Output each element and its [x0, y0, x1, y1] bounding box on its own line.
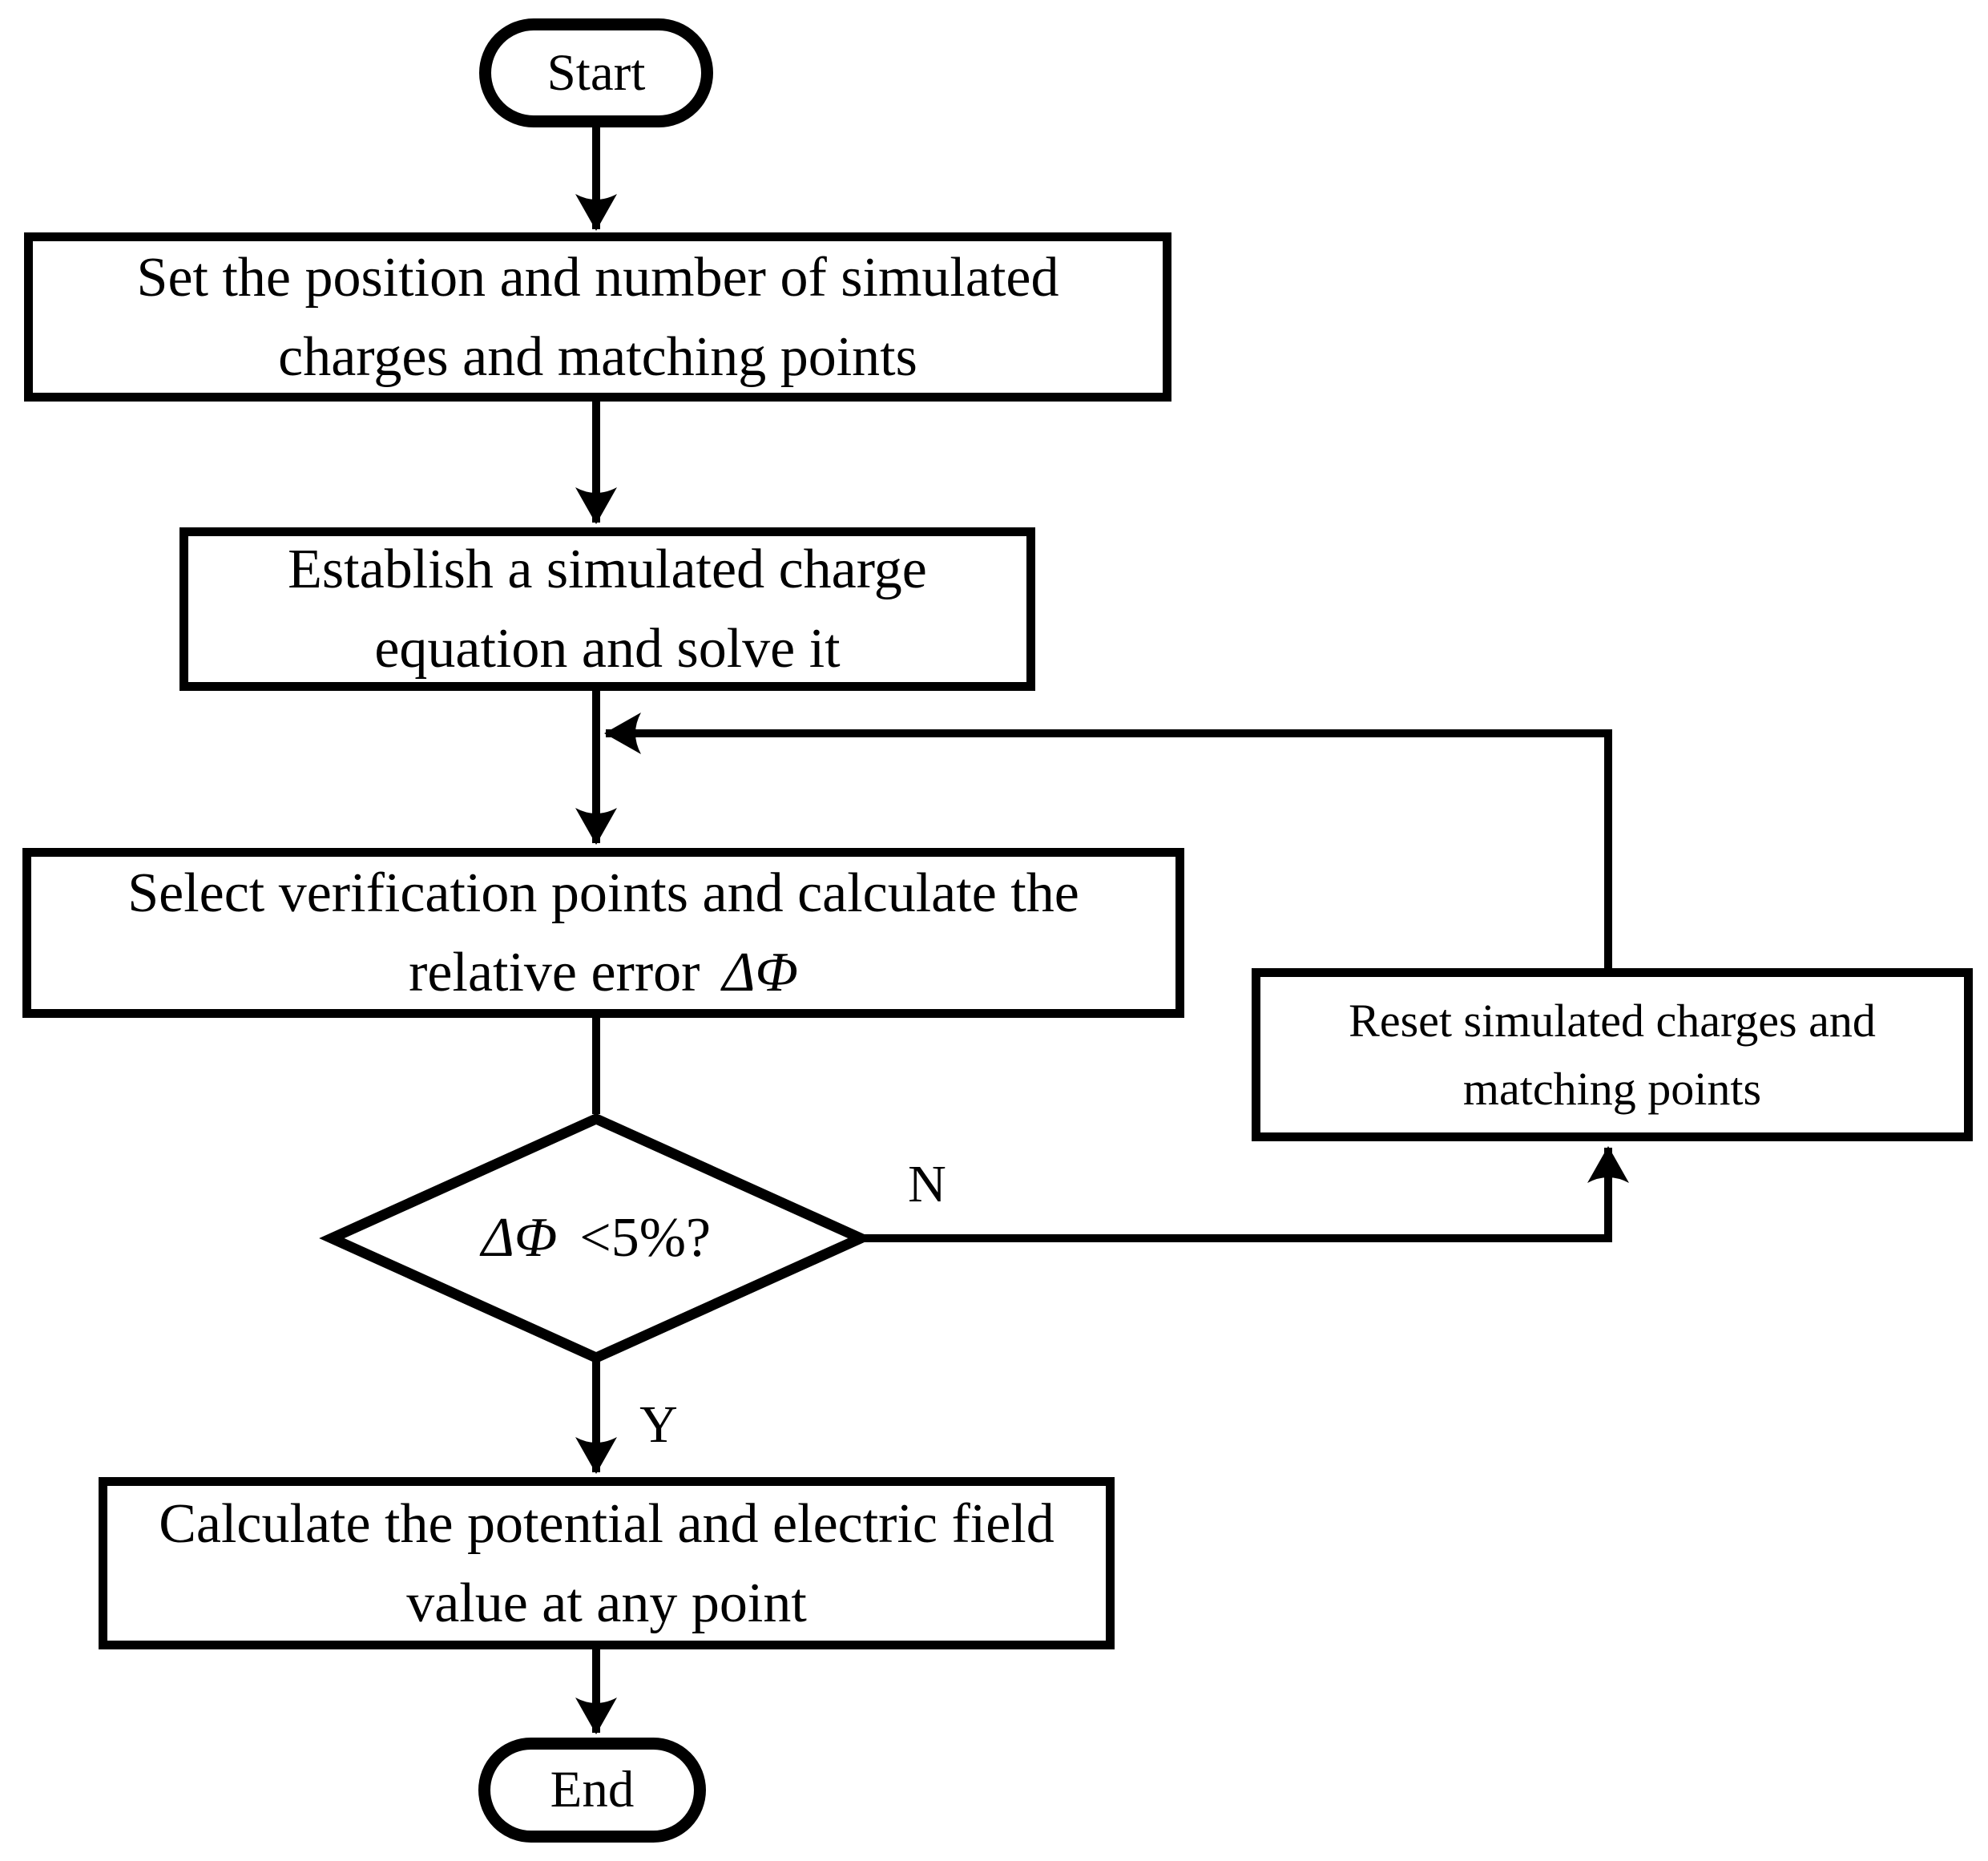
process-reset-line2: matching points	[1462, 1063, 1762, 1115]
process-select-line2: relative error ΔΦ	[409, 933, 798, 1012]
start-node: Start	[479, 18, 713, 127]
label-branch-yes: Y	[619, 1393, 699, 1457]
end-node: End	[478, 1738, 706, 1843]
decision-condition: <5%?	[579, 1207, 712, 1269]
process-set-position-line1: Set the position and number of simulated	[136, 246, 1059, 309]
edge-reset-feedback	[604, 713, 1612, 970]
process-calculate-line1: Calculate the potential and electric fie…	[159, 1492, 1054, 1555]
start-label: Start	[546, 43, 646, 102]
end-label: End	[550, 1761, 635, 1819]
edge-decision-no	[857, 1146, 1629, 1242]
process-set-position-line2: charges and matching points	[278, 325, 917, 388]
process-reset-charges: Reset simulated charges and matching poi…	[1252, 968, 1973, 1141]
delta-phi-symbol: ΔΦ	[722, 942, 798, 1003]
decision-delta-phi-symbol: ΔΦ	[481, 1207, 558, 1269]
process-select-verification: Select verification points and calculate…	[22, 848, 1184, 1018]
process-establish-line2: equation and solve it	[374, 618, 841, 680]
decision-diamond-shape	[319, 1112, 873, 1364]
process-calculate-line2: value at any point	[406, 1572, 807, 1634]
process-set-position: Set the position and number of simulated…	[24, 232, 1171, 402]
process-select-line2-text: relative error	[409, 942, 700, 1003]
decision-node-label: ΔΦ <5%?	[332, 1189, 861, 1288]
branch-no-text: N	[908, 1155, 946, 1213]
process-select-line1: Select verification points and calculate…	[127, 862, 1079, 924]
branch-yes-text: Y	[639, 1395, 678, 1454]
label-branch-no: N	[887, 1153, 967, 1217]
process-establish-line1: Establish a simulated charge	[288, 539, 927, 600]
process-calculate-potential: Calculate the potential and electric fie…	[99, 1477, 1115, 1649]
process-establish-equation: Establish a simulated charge equation an…	[179, 527, 1035, 691]
process-reset-line1: Reset simulated charges and	[1349, 995, 1876, 1047]
